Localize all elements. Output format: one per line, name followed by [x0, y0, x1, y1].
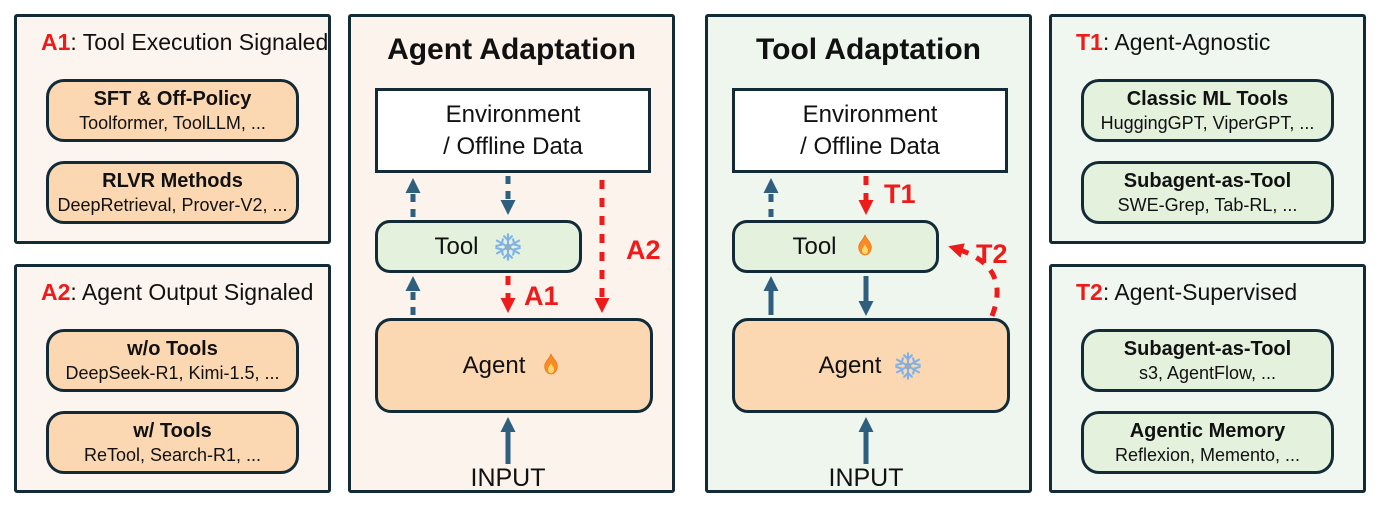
method-box-title: Agentic Memory [1129, 419, 1286, 442]
environment-box: Environment / Offline Data [732, 88, 1008, 173]
environment-box: Environment / Offline Data [375, 88, 651, 173]
agent-label: Agent [818, 351, 882, 379]
method-box-w-tools: w/ Tools ReTool, Search-R1, ... [46, 411, 299, 474]
input-label: INPUT [470, 464, 546, 492]
panel-heading-text: : Agent Output Signaled [70, 279, 314, 305]
environment-line1: Environment [445, 101, 581, 129]
method-box-sft-off-policy: SFT & Off-Policy Toolformer, ToolLLM, ..… [46, 79, 299, 142]
snowflake-icon [494, 232, 521, 261]
method-box-title: Classic ML Tools [1126, 87, 1289, 110]
method-box-items: Reflexion, Memento, ... [1114, 444, 1301, 465]
method-box-subagent-as-tool: Subagent-as-Tool SWE-Grep, Tab-RL, ... [1081, 161, 1334, 224]
panel-heading: A1: Tool Execution Signaled [41, 29, 328, 56]
environment-line2: / Offline Data [800, 132, 940, 160]
panel-tag: T2 [1076, 279, 1103, 305]
diagram-title: Agent Adaptation [387, 33, 636, 66]
arrow-label-t1: T1 [884, 179, 916, 209]
fire-icon [857, 233, 872, 255]
method-box-items: HuggingGPT, ViperGPT, ... [1100, 112, 1315, 133]
method-box-title: Subagent-as-Tool [1123, 337, 1292, 360]
agent-box: Agent [732, 318, 1010, 413]
tool-label: Tool [434, 232, 479, 260]
panel-heading-text: : Tool Execution Signaled [70, 29, 329, 55]
method-box-items: DeepRetrieval, Prover-V2, ... [57, 194, 288, 215]
method-box-title: RLVR Methods [102, 169, 243, 192]
tool-box: Tool [375, 220, 582, 273]
environment-line1: Environment [802, 101, 938, 129]
method-box-items: Toolformer, ToolLLM, ... [79, 112, 266, 133]
method-box-items: s3, AgentFlow, ... [1138, 362, 1277, 383]
panel-heading: T1: Agent-Agnostic [1076, 29, 1270, 56]
arrow-label-t2: T2 [976, 239, 1008, 269]
panel-t1-agent-agnostic: T1: Agent-Agnostic Classic ML Tools Hugg… [1049, 14, 1366, 244]
environment-line2: / Offline Data [443, 132, 583, 160]
method-box-title: w/o Tools [127, 337, 218, 360]
panel-t2-agent-supervised: T2: Agent-Supervised Subagent-as-Tool s3… [1049, 264, 1366, 493]
method-box-title: w/ Tools [133, 419, 212, 442]
agent-label: Agent [462, 351, 526, 379]
panel-heading-text: : Agent-Supervised [1102, 279, 1298, 305]
panel-a1-tool-execution-signaled: A1: Tool Execution Signaled SFT & Off-Po… [14, 14, 331, 244]
agent-box: Agent [375, 318, 653, 413]
input-label: INPUT [828, 464, 904, 492]
arrow-label-a2: A2 [626, 235, 661, 265]
method-box-title: Subagent-as-Tool [1123, 169, 1292, 192]
method-box-rlvr-methods: RLVR Methods DeepRetrieval, Prover-V2, .… [46, 161, 299, 224]
arrow-label-a1: A1 [524, 281, 559, 311]
method-box-classic-ml-tools: Classic ML Tools HuggingGPT, ViperGPT, .… [1081, 79, 1334, 142]
panel-tag: A2 [41, 279, 71, 305]
panel-a2-agent-output-signaled: A2: Agent Output Signaled w/o Tools Deep… [14, 264, 331, 493]
tool-label: Tool [792, 232, 837, 260]
fire-icon [544, 352, 559, 374]
method-box-wo-tools: w/o Tools DeepSeek-R1, Kimi-1.5, ... [46, 329, 299, 392]
panel-heading: A2: Agent Output Signaled [41, 279, 313, 306]
snowflake-icon [895, 351, 922, 380]
tool-box: Tool [732, 220, 939, 273]
panel-heading: T2: Agent-Supervised [1076, 279, 1297, 306]
panel-tag: T1 [1076, 29, 1103, 55]
diagram-agent-adaptation: Agent Adaptation Environment / Offline D… [348, 14, 675, 493]
method-box-title: SFT & Off-Policy [93, 87, 252, 110]
method-box-agentic-memory: Agentic Memory Reflexion, Memento, ... [1081, 411, 1334, 474]
diagram-title: Tool Adaptation [756, 33, 981, 66]
method-box-items: DeepSeek-R1, Kimi-1.5, ... [65, 362, 280, 383]
method-box-items: ReTool, Search-R1, ... [83, 444, 262, 465]
method-box-items: SWE-Grep, Tab-RL, ... [1117, 194, 1298, 215]
method-box-subagent-as-tool: Subagent-as-Tool s3, AgentFlow, ... [1081, 329, 1334, 392]
panel-tag: A1 [41, 29, 71, 55]
panel-heading-text: : Agent-Agnostic [1102, 29, 1271, 55]
diagram-tool-adaptation: Tool Adaptation Environment / Offline Da… [705, 14, 1032, 493]
